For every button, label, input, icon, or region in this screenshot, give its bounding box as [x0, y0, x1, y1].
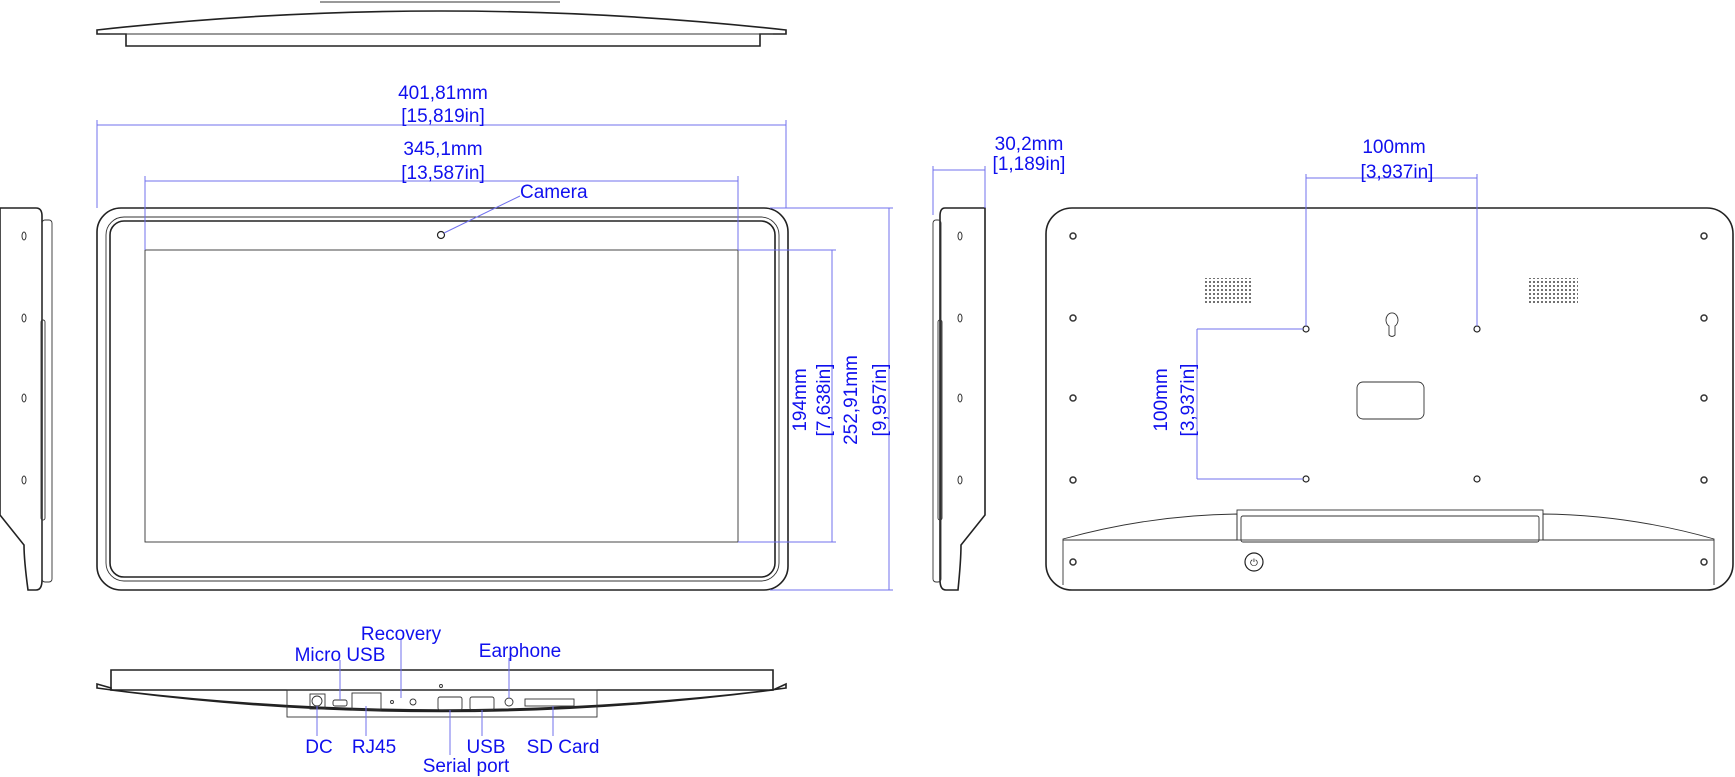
serial-port [437, 696, 463, 711]
front-view: Camera [96, 182, 789, 591]
speaker-grille-left [1203, 278, 1253, 304]
micro-usb-port [332, 699, 348, 707]
depth-mm: 30,2mm [995, 134, 1064, 155]
screen-width-in: [13,587in] [401, 163, 484, 184]
vesa-v-mm: 100mm [1151, 368, 1172, 431]
back-view: ⏻ 100mm [3,937in] 100mm [3,937in] [1045, 137, 1734, 591]
overall-height-mm: 252,91mm [841, 355, 862, 445]
speaker-grille-right [1528, 278, 1578, 304]
bottom-view [96, 669, 787, 718]
overall-height-in: [9,957in] [870, 364, 891, 437]
depth-in: [1,189in] [993, 154, 1066, 175]
left-side-view [0, 207, 53, 591]
earphone-label: Earphone [479, 641, 561, 662]
vesa-h-mm: 100mm [1362, 137, 1425, 158]
screen-height-mm: 194mm [790, 368, 811, 431]
screen-height-in: [7,638in] [814, 364, 835, 437]
rj45-label: RJ45 [352, 737, 396, 758]
camera-lens [436, 230, 446, 240]
earphone-jack [504, 697, 514, 707]
micro-usb-label: Micro USB [295, 645, 386, 666]
power-icon: ⏻ [1250, 558, 1258, 569]
vesa-v-in: [3,937in] [1178, 364, 1199, 437]
dc-label: DC [305, 737, 332, 758]
vesa-h-in: [3,937in] [1361, 162, 1434, 183]
recovery-label: Recovery [361, 624, 442, 645]
sd-card-slot [524, 698, 575, 707]
bottom-callouts: Recovery Micro USB Earphone DC RJ45 Seri… [295, 624, 600, 777]
screws [1069, 232, 1708, 566]
overall-width-in: [15,819in] [401, 106, 484, 127]
power-button[interactable]: ⏻ [1244, 552, 1264, 572]
front-dimensions: 401,81mm [15,819in] 345,1mm [13,587in] 1… [96, 83, 893, 591]
top-view [96, 1, 787, 47]
camera-label: Camera [520, 182, 588, 203]
usb-port [469, 696, 495, 711]
serial-port-label: Serial port [423, 756, 510, 777]
vesa-holes [1302, 325, 1481, 483]
screen-width-mm: 345,1mm [403, 139, 482, 160]
right-side-view: 30,2mm [1,189in] [932, 134, 1066, 591]
usb-label: USB [466, 737, 505, 758]
overall-width-mm: 401,81mm [398, 83, 488, 104]
recovery-hole [390, 700, 394, 704]
sd-card-label: SD Card [527, 737, 600, 758]
keyhole-icon [1385, 312, 1399, 337]
